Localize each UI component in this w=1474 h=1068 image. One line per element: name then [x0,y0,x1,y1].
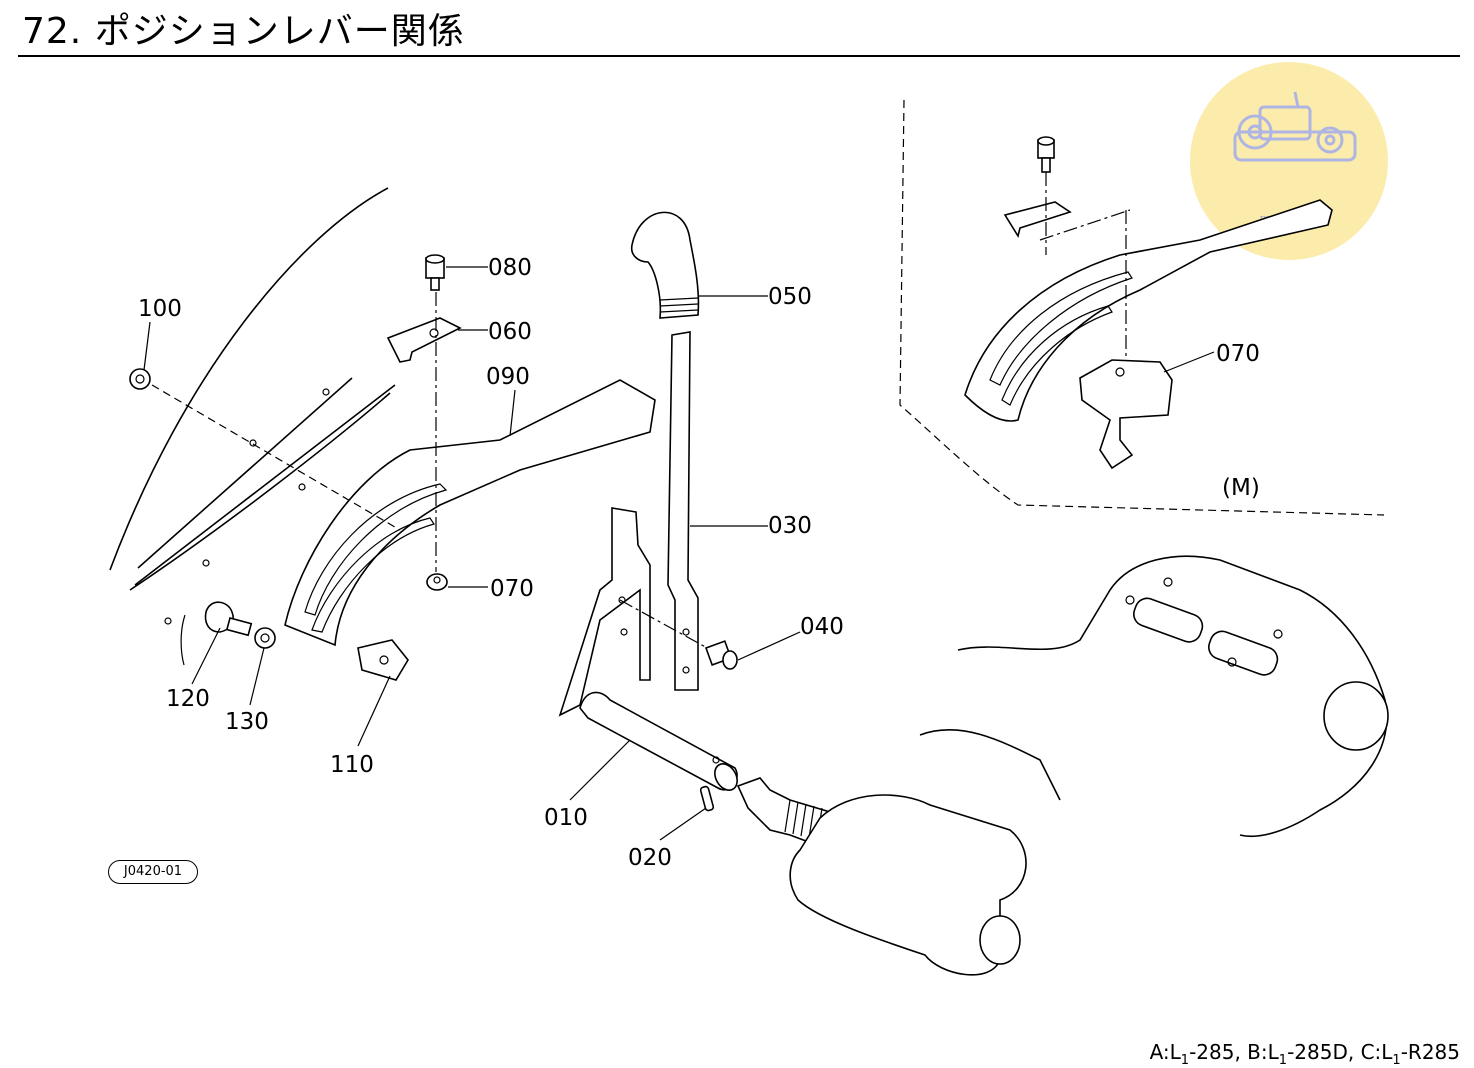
callout-020: 020 [628,845,672,871]
inset-label: (M) [1222,475,1260,501]
bolt-080 [425,254,445,291]
lever-grip-050 [630,211,700,319]
block-hole [379,655,389,665]
nut-100 [129,368,151,390]
housing-body [957,555,1388,838]
bracket-hole [429,328,439,338]
housing-boss [979,915,1021,965]
fender-lower-line [180,614,186,666]
housing-hole [1163,577,1173,587]
inset-bracket [1003,201,1072,239]
lever-guide-plate [284,379,656,647]
footer-text: -R285 [1400,1040,1460,1064]
footer-text: -285, B:L [1189,1040,1279,1064]
inset-block-070 [1079,359,1173,470]
callout-120: 120 [166,686,210,712]
inset-guide-plate [964,199,1333,422]
callout-130: 130 [225,709,269,735]
fender-edge-outer [137,377,353,569]
center-line [619,599,721,656]
guide-slot-lower [311,517,435,633]
lever-bracket [558,507,651,717]
footer-sub: 1 [1278,1053,1288,1068]
inset-slot-lower [1001,305,1113,406]
inset-frame [899,99,1385,516]
footer-text: A:L [1149,1040,1181,1064]
arm-hole [682,628,690,636]
grip-rib [659,303,699,307]
housing-hole [1227,657,1237,667]
callout-030: 030 [768,513,812,539]
block-110 [357,639,409,681]
knob-120 [204,601,253,637]
tractor-icon [1233,91,1357,162]
housing-slot [1133,597,1204,643]
title-underline [18,55,1460,57]
inset-block-hole [1115,367,1125,377]
housing-lower [789,794,1027,976]
fender-edge-inner [134,384,396,586]
grip-rib [659,297,699,301]
callout-110: 110 [330,752,374,778]
fender-rim [129,392,391,591]
center-line [151,384,401,531]
washer-130 [254,627,276,649]
callout-060: 060 [488,319,532,345]
shaft-hole [712,756,720,764]
housing-side [919,728,1061,801]
callout-040: 040 [800,614,844,640]
inset-bolt [1037,136,1055,173]
leader-lines [143,266,1215,841]
page-title: 72. ポジションレバー関係 [22,11,465,52]
fender-hole [322,388,330,396]
callout-080: 080 [488,255,532,281]
inset-slot-upper [989,271,1133,386]
fender-hole [164,617,172,625]
housing-cap [1323,681,1389,751]
fender-outline [109,187,389,571]
lever-arm-030 [667,331,699,691]
housing-hole [1273,629,1283,639]
callout-010: 010 [544,805,588,831]
footer-text: -285D, C:L [1287,1040,1393,1064]
callout-090: 090 [486,364,530,390]
callout-070-inset: 070 [1216,341,1260,367]
bracket-hole [618,596,626,604]
fender-hole [298,483,306,491]
callout-070: 070 [490,576,534,602]
arm-hole [682,666,690,674]
guide-slot-upper [304,483,448,616]
housing-slot [1208,630,1279,676]
bracket-hole [620,628,628,636]
callout-100: 100 [138,296,182,322]
shaft-end [714,763,738,791]
fender-hole [202,559,210,567]
drawing-number: J0420-01 [108,860,198,884]
bolt-040 [704,640,738,670]
footer-sub: 1 [1392,1053,1401,1068]
center-line [1039,209,1131,241]
model-footer: A:L1-285, B:L1-285D, C:L1-R285 [1150,1040,1460,1068]
housing-hole [1125,595,1135,605]
callout-050: 050 [768,284,812,310]
pin-020 [699,785,715,812]
fender-hole [249,439,257,447]
bracket-060 [386,317,462,363]
footer-sub: 1 [1180,1053,1190,1068]
grip-rib [659,309,699,313]
nut-070 [426,573,448,591]
shaft-010 [579,691,738,791]
